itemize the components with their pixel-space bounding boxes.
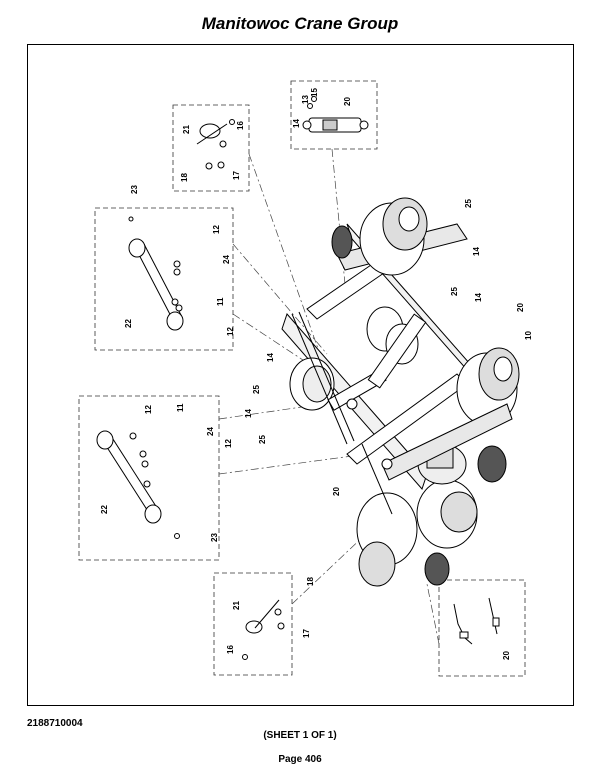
sheet-indicator: (SHEET 1 OF 1)	[263, 730, 337, 741]
callout-16b: 16	[226, 645, 235, 654]
axle-assembly-drawing: 14 13 15 20 21 16 18 17 23 12 24 11 12 2…	[78, 80, 533, 677]
detail-boxes	[78, 80, 526, 677]
detail-box-lower-mount	[213, 572, 293, 676]
callout-15: 15	[310, 88, 319, 97]
detail-box-cylinder	[290, 80, 378, 150]
callout-20b: 20	[516, 303, 525, 312]
callout-25c: 25	[252, 385, 261, 394]
callout-23: 23	[130, 185, 139, 194]
callout-18: 18	[180, 173, 189, 182]
callout-14d: 14	[266, 353, 275, 362]
callout-25: 25	[464, 199, 473, 208]
callout-10: 10	[524, 331, 533, 340]
callout-12b: 12	[226, 327, 235, 336]
document-number: 2188710004	[27, 718, 83, 729]
callout-labels: 14 13 15 20 21 16 18 17 23 12 24 11 12 2…	[100, 88, 533, 660]
callout-12: 12	[212, 225, 221, 234]
main-assembly	[281, 197, 520, 587]
callout-25b: 25	[450, 287, 459, 296]
callout-24: 24	[222, 255, 231, 264]
callout-17: 17	[232, 171, 241, 180]
callout-12d: 12	[224, 439, 233, 448]
callout-24b: 24	[206, 427, 215, 436]
callout-14b: 14	[472, 247, 481, 256]
callout-14e: 14	[244, 409, 253, 418]
callout-18b: 18	[306, 577, 315, 586]
callout-21: 21	[182, 125, 191, 134]
detail-box-hoses	[438, 579, 526, 677]
callout-11: 11	[216, 297, 225, 306]
callout-22b: 22	[100, 505, 109, 514]
page-number: Page 406	[278, 754, 322, 765]
callout-20: 20	[343, 97, 352, 106]
callout-17b: 17	[302, 629, 311, 638]
callout-21b: 21	[232, 601, 241, 610]
callout-14c: 14	[474, 293, 483, 302]
leader-lines	[218, 148, 440, 645]
callout-23b: 23	[210, 533, 219, 542]
detail-box-lower-link	[78, 395, 220, 561]
callout-20c: 20	[332, 487, 341, 496]
page-title: Manitowoc Crane Group	[201, 14, 399, 33]
drawing-frame	[27, 44, 574, 706]
detail-box-upper-link	[94, 207, 234, 351]
callout-14: 14	[292, 119, 301, 128]
callout-16: 16	[236, 121, 245, 130]
callout-12c: 12	[144, 405, 153, 414]
detail-box-upper-mount	[172, 104, 250, 192]
callout-22: 22	[124, 319, 133, 328]
callout-20d: 20	[502, 651, 511, 660]
callout-13: 13	[301, 95, 310, 104]
callout-25d: 25	[258, 435, 267, 444]
callout-11b: 11	[176, 403, 185, 412]
